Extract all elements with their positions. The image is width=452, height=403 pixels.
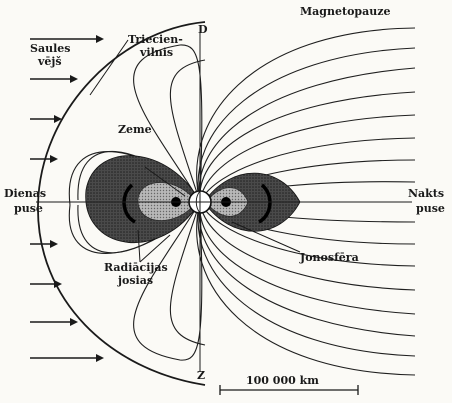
south-axis-label: Z: [197, 370, 205, 382]
day-side-label-line2: puse: [14, 203, 43, 215]
bow-shock-label-line2: vilnis: [140, 47, 173, 59]
arrow-8: [30, 354, 104, 362]
earth-label: Zeme: [118, 124, 152, 136]
night-side-label-line2: puse: [416, 203, 445, 215]
scale-bar-label: 100 000 km: [246, 375, 319, 387]
night-side-label-line1: Nakts: [408, 188, 444, 200]
day-side-label-line1: Dienas: [4, 188, 46, 200]
solar-wind-label-line1: Saules: [30, 43, 70, 55]
arrow-3: [30, 115, 62, 123]
arrow-2: [30, 75, 78, 83]
bow-shock-label-line1: Triecien-: [128, 34, 183, 46]
solar-wind-label-line2: vējš: [38, 56, 62, 68]
arrow-5: [30, 240, 58, 248]
ionosphere-label: Jonosfēra: [300, 252, 359, 264]
north-axis-label: D: [198, 24, 208, 36]
radiation-belts-label-line2: josias: [118, 275, 153, 287]
radiation-belts-label-line1: Radiācijas: [104, 262, 168, 274]
magnetopause-label: Magnetopauze: [300, 6, 390, 18]
arrow-7: [30, 318, 78, 326]
